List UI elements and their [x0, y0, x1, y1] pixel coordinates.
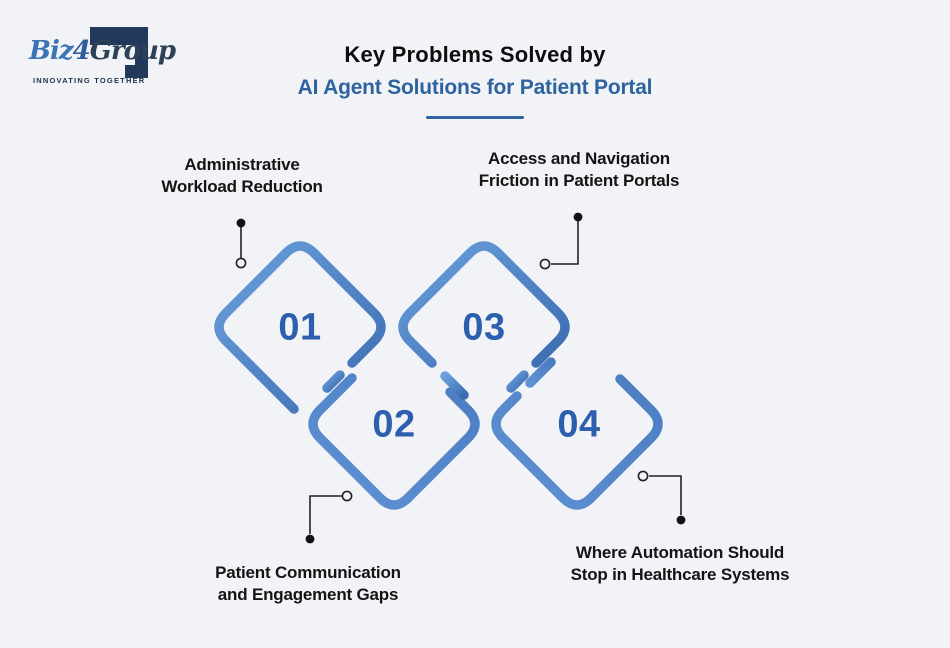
connector-ring-icon [235, 257, 247, 269]
label-patient-communication: Patient Communication and Engagement Gap… [215, 562, 401, 606]
logo-bracket-icon [90, 27, 148, 78]
connector-02 [305, 490, 353, 544]
label-line: Workload Reduction [161, 177, 323, 196]
label-line: Where Automation Should [575, 543, 785, 562]
title-underline [426, 116, 524, 119]
connector-dot-icon [676, 515, 686, 525]
title-block: Key Problems Solved by AI Agent Solution… [0, 42, 950, 119]
logo-word-4: 4 [72, 36, 91, 66]
diamond-04-shape [491, 357, 663, 510]
connector-dot-icon [305, 534, 315, 544]
diamond-01-shape [214, 241, 386, 414]
connector-ring-icon [637, 470, 649, 482]
logo-tagline: INNOVATING TOGETHER [33, 76, 146, 85]
connector-01 [235, 218, 247, 269]
connector-ring-icon [341, 490, 353, 502]
label-automation-stop: Where Automation Should Stop in Healthca… [571, 542, 790, 586]
label-line: Friction in Patient Portals [478, 171, 680, 190]
diamond-02-shape [308, 373, 480, 510]
logo-word-group: Group [89, 36, 176, 66]
page-title: Key Problems Solved by [344, 42, 606, 67]
connector-03 [539, 212, 583, 270]
label-administrative-workload: Administrative Workload Reduction [161, 154, 323, 198]
page-subtitle: AI Agent Solutions for Patient Portal [297, 76, 653, 99]
diamond-number-04: 04 [557, 403, 601, 446]
diamond-03-shape [398, 241, 570, 400]
label-line: Stop in Healthcare Systems [570, 565, 790, 584]
connector-ring-icon [539, 258, 551, 270]
diamond-number-02: 02 [372, 403, 416, 446]
logo-word-biz: Biz [29, 36, 74, 66]
diamond-number-01: 01 [278, 306, 322, 349]
diamond-number-03: 03 [462, 306, 506, 349]
connector-04 [637, 470, 686, 525]
connector-dot-icon [573, 212, 583, 222]
label-line: and Engagement Gaps [217, 585, 399, 604]
brand-logo: Biz4Group INNOVATING TOGETHER [25, 20, 185, 98]
connector-dot-icon [236, 218, 246, 228]
label-line: Patient Communication [215, 563, 401, 582]
label-access-navigation: Access and Navigation Friction in Patien… [479, 148, 680, 192]
label-line: Administrative [184, 155, 300, 174]
label-line: Access and Navigation [488, 149, 670, 168]
logo-wordmark: Biz4Group [29, 36, 176, 66]
